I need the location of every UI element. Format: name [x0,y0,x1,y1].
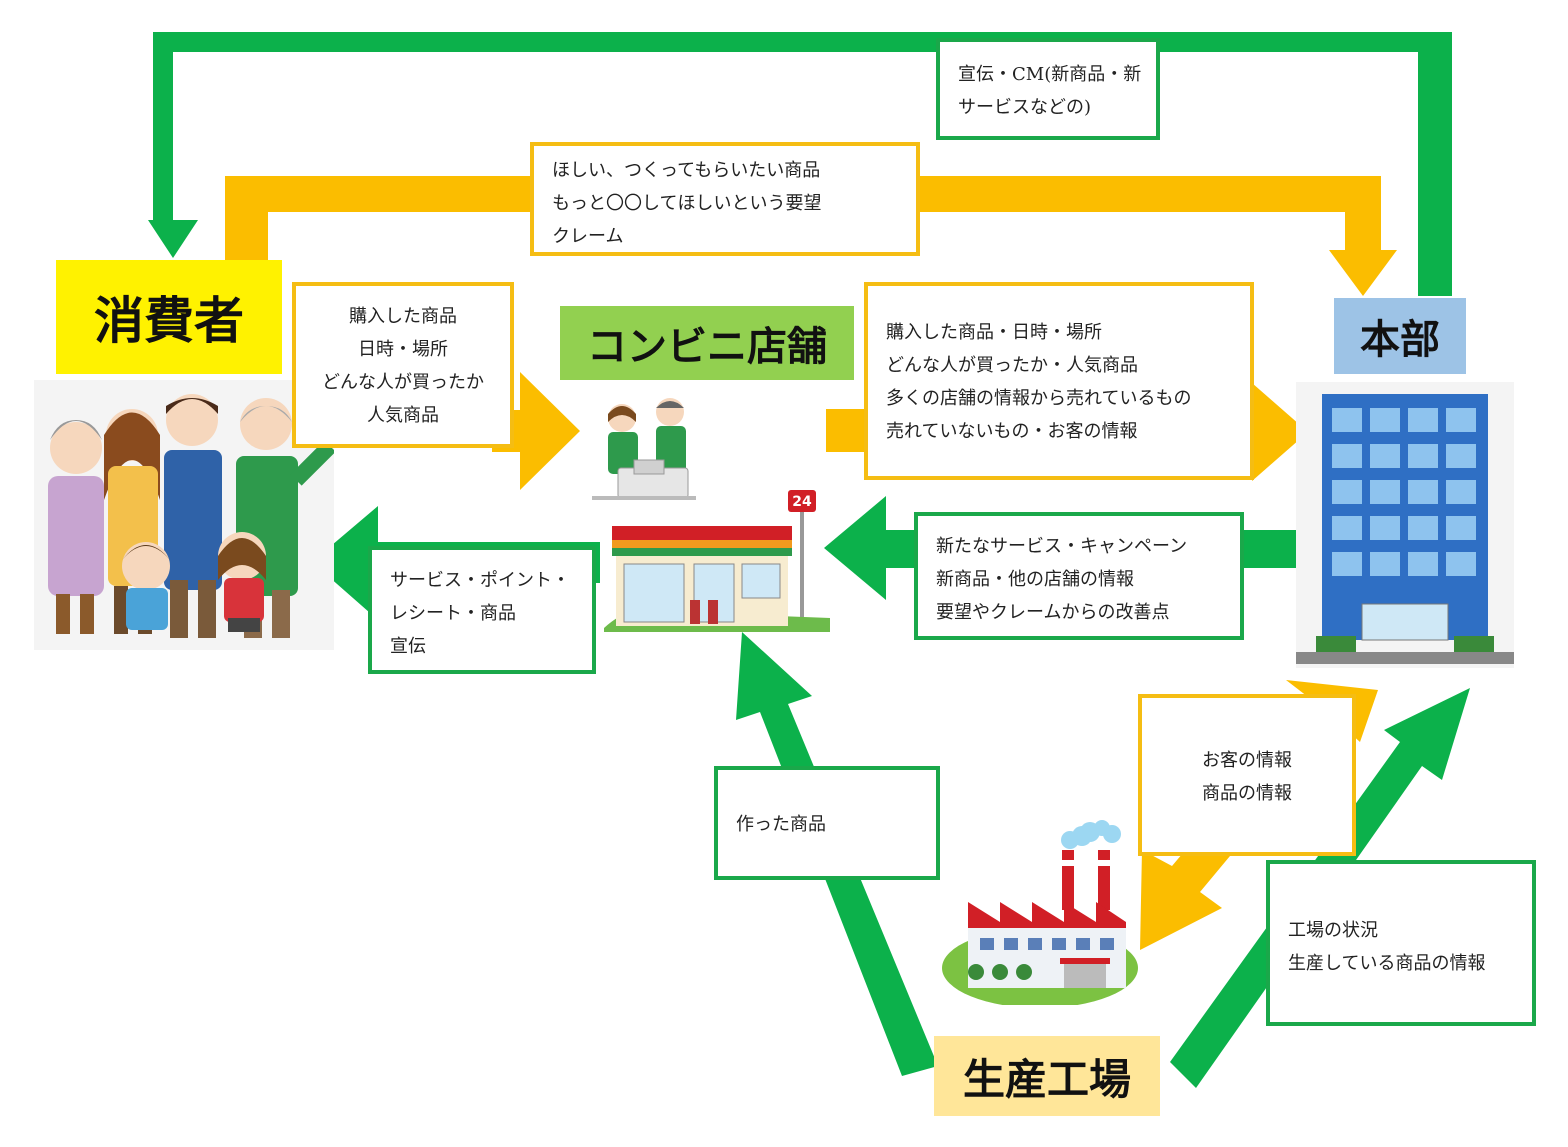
box-hq-store-line: 要望やクレームからの改善点 [936,602,1170,623]
box-hq-store-line: 新商品・他の店舗の情報 [936,569,1134,590]
box-hq-factory-line: 商品の情報 [1202,783,1292,804]
box-ad-line: 宣伝・CM(新商品・新 [958,64,1142,85]
box-factory-store-line: 作った商品 [736,814,826,835]
box-store-consumer-line: レシート・商品 [390,603,516,624]
box-ad-line: サービスなどの) [958,97,1092,118]
factory-label: 生産工場 [934,1036,1160,1116]
box-purchase-line: 人気商品 [367,405,439,426]
store-24-sign: 24 [792,494,812,510]
box-request: ほしい、つくってもらいたい商品 もっと〇〇してほしいという要望 クレーム [530,142,920,256]
box-request-line: ほしい、つくってもらいたい商品 [552,160,821,181]
box-purchase-line: 日時・場所 [358,339,448,360]
box-factory-to-hq: 工場の状況 生産している商品の情報 [1266,860,1536,1026]
arrow-consumer-to-store [492,372,580,490]
box-store-consumer-line: サービス・ポイント・ [390,570,570,591]
box-factory-to-store: 作った商品 [714,766,940,880]
office-building-illustration [1296,382,1514,668]
box-purchase-line: どんな人が買ったか [322,372,484,393]
box-hq-factory-line: お客の情報 [1202,750,1292,771]
factory-illustration [942,820,1138,1005]
box-request-line: クレーム [552,226,624,247]
convenience-store-illustration: 24 [604,490,830,632]
box-pos-to-hq: 購入した商品・日時・場所 どんな人が買ったか・人気商品 多くの店舗の情報から売れ… [864,282,1254,480]
box-purchase-to-store: 購入した商品 日時・場所 どんな人が買ったか 人気商品 [292,282,514,448]
box-factory-hq-line: 生産している商品の情報 [1288,953,1486,974]
box-factory-hq-line: 工場の状況 [1288,920,1378,941]
arrow-consumer-to-hq-request [225,176,1397,296]
box-pos-line: 売れていないもの・お客の情報 [886,421,1138,442]
box-ad: 宣伝・CM(新商品・新 サービスなどの) [936,38,1160,140]
box-hq-store-line: 新たなサービス・キャンペーン [936,536,1188,557]
box-pos-line: 購入した商品・日時・場所 [886,322,1102,343]
box-pos-line: どんな人が買ったか・人気商品 [886,355,1138,376]
family-illustration [34,380,334,650]
box-store-consumer-line: 宣伝 [390,636,426,657]
store-label: コンビニ店舗 [560,306,854,380]
clerks-illustration [592,398,696,500]
box-hq-to-store: 新たなサービス・キャンペーン 新商品・他の店舗の情報 要望やクレームからの改善点 [914,512,1244,640]
consumer-label: 消費者 [56,260,282,374]
box-hq-to-factory: お客の情報 商品の情報 [1138,694,1356,856]
box-pos-line: 多くの店舗の情報から売れているもの [886,388,1192,409]
box-purchase-line: 購入した商品 [349,306,457,327]
hq-label: 本部 [1334,298,1466,374]
box-store-to-consumer: サービス・ポイント・ レシート・商品 宣伝 [368,546,596,674]
box-request-line: もっと〇〇してほしいという要望 [552,193,822,214]
